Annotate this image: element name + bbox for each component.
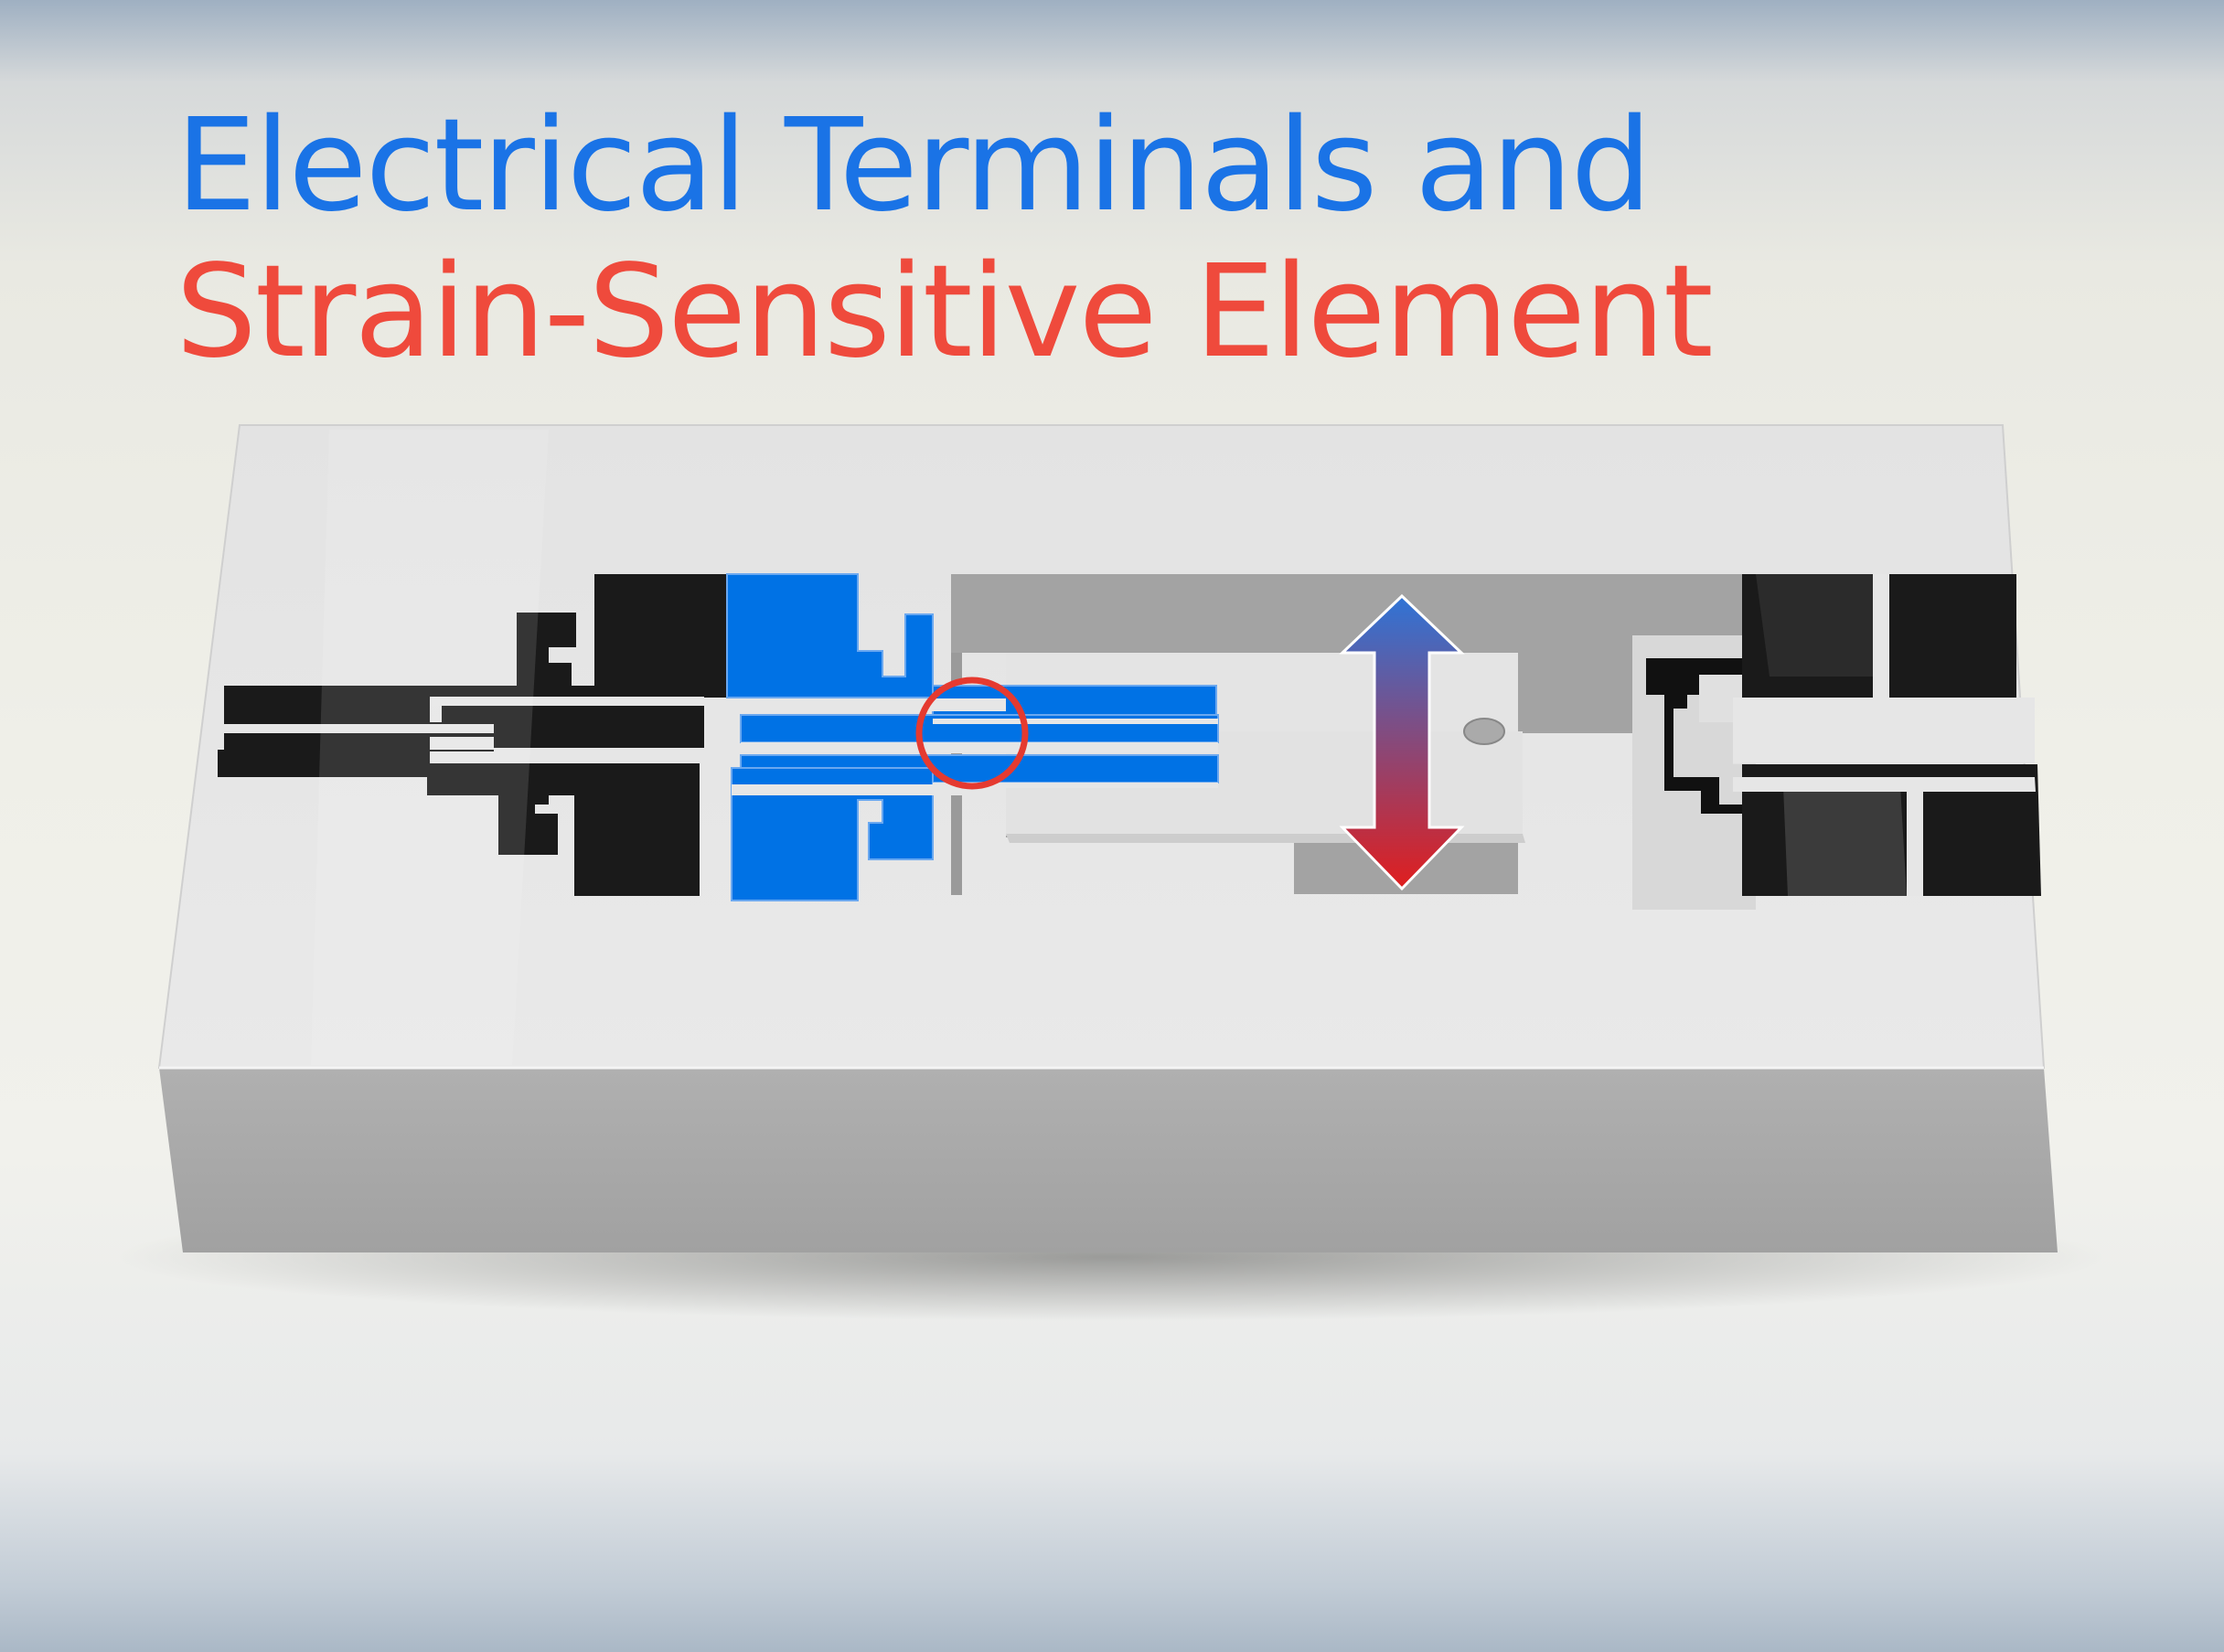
- title-line-1: Electrical Terminals and: [176, 91, 1652, 240]
- strain-element: [726, 573, 1219, 901]
- left-terminal: [218, 574, 727, 896]
- title-line-2: Strain-Sensitive Element: [176, 238, 1714, 387]
- highlight-circle: [915, 677, 1029, 790]
- surface-sheen: [311, 430, 549, 1065]
- motion-arrow-icon: [1339, 593, 1465, 891]
- right-terminal: [1632, 574, 2041, 910]
- strain-element-gaps: [732, 698, 1218, 795]
- left-terminal-gaps: [224, 697, 704, 762]
- chip-front-face: [159, 1068, 2058, 1252]
